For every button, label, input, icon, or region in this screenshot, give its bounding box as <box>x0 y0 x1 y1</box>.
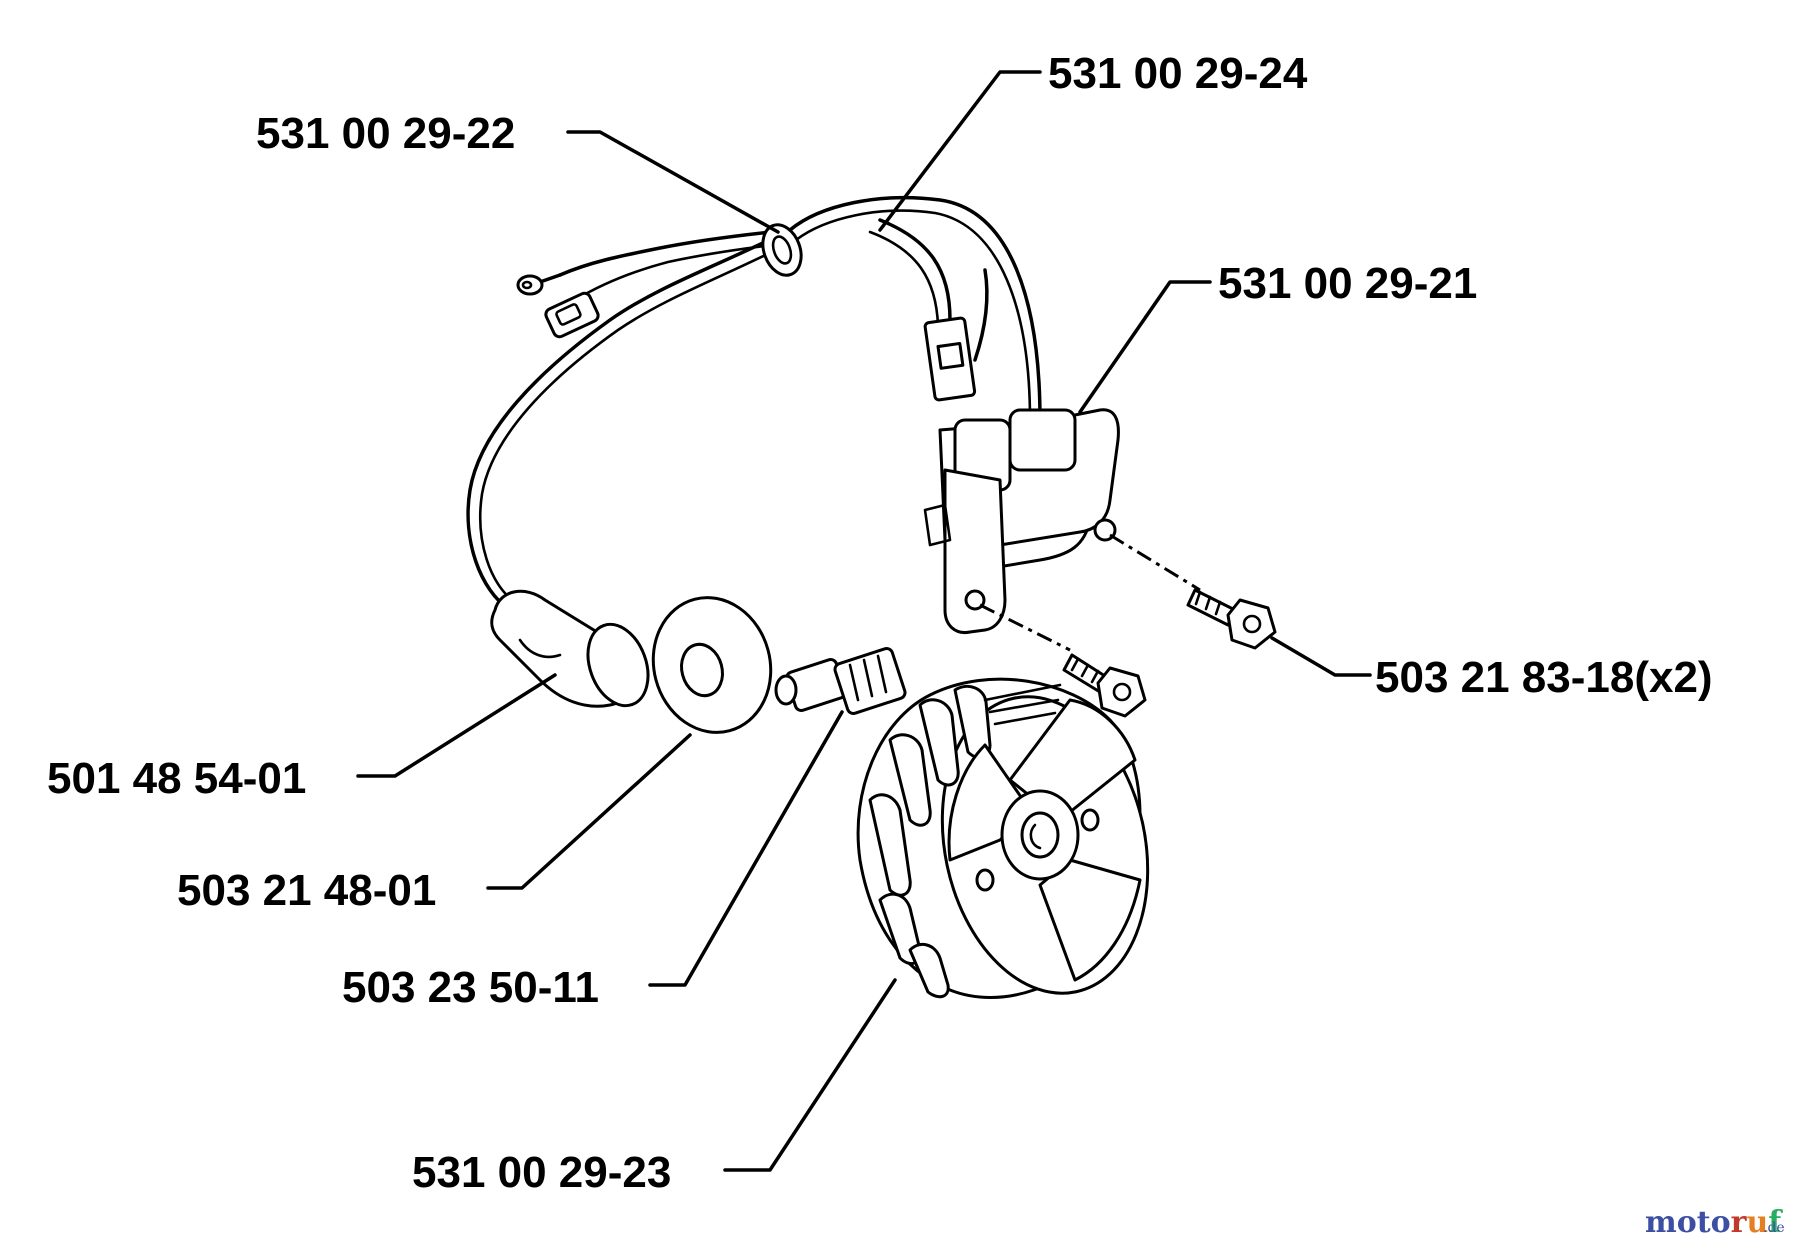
leader-503-21-83-18 <box>1270 636 1372 677</box>
watermark-letter: m <box>1645 1205 1677 1240</box>
label-503-21-83-18: 503 21 83-18(x2) <box>1375 653 1713 702</box>
part-labels: 531 00 29-24 531 00 29-22 531 00 29-21 5… <box>47 49 1713 1197</box>
label-531-00-29-22: 531 00 29-22 <box>256 109 515 158</box>
ignition-coil <box>923 408 1120 635</box>
spark-stud <box>774 647 907 715</box>
watermark-letter: t <box>1697 1205 1711 1240</box>
leader-503-23-50-11 <box>648 710 844 987</box>
leader-501-48-54-01 <box>356 673 557 778</box>
screw-upper <box>1186 588 1277 650</box>
washer <box>651 596 773 734</box>
spark-plug-boot <box>490 589 650 708</box>
label-503-23-50-11: 503 23 50-11 <box>342 963 599 1012</box>
leader-531-00-29-21 <box>1078 280 1212 414</box>
flywheel <box>856 677 1150 999</box>
label-531-00-29-24: 531 00 29-24 <box>1048 49 1308 98</box>
watermark-suffix: .de <box>1763 1220 1785 1236</box>
label-531-00-29-21: 531 00 29-21 <box>1218 259 1477 308</box>
screw-lower <box>1062 653 1147 718</box>
watermark-letter: f <box>1768 1205 1783 1240</box>
watermark-letter: r <box>1731 1205 1748 1240</box>
leader-531-00-29-24 <box>878 70 1042 232</box>
label-501-48-54-01: 501 48 54-01 <box>47 754 306 803</box>
watermark-letter: u <box>1746 1205 1768 1240</box>
watermark-logo: motoruf .de <box>1645 1205 1785 1240</box>
watermark-text: motoruf <box>1645 1205 1783 1240</box>
leader-531-00-29-23 <box>723 978 897 1172</box>
assembly-line-upper <box>1109 533 1201 592</box>
label-531-00-29-23: 531 00 29-23 <box>412 1148 671 1197</box>
wiring-harness <box>466 195 1042 612</box>
watermark-letter: o <box>1677 1205 1697 1240</box>
label-503-21-48-01: 503 21 48-01 <box>177 866 436 915</box>
leader-531-00-29-22 <box>566 130 780 234</box>
leader-503-21-48-01 <box>486 733 692 890</box>
leader-lines <box>356 70 1372 1172</box>
watermark-letter: o <box>1711 1205 1731 1240</box>
